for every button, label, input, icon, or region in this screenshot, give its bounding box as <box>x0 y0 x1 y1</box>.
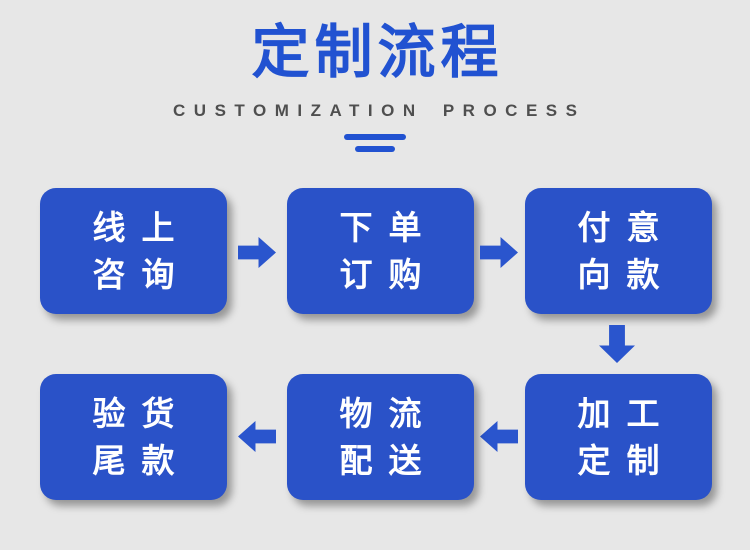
flow-step-label-line1: 下单 <box>339 209 438 246</box>
flow-step-label-line2: 向款 <box>577 256 676 293</box>
flow-step-processing-customization: 加工 定制 <box>525 374 712 500</box>
double-bar-top <box>344 134 406 140</box>
flow-step-label-line1: 线上 <box>92 209 191 246</box>
arrow-right-icon <box>480 237 518 268</box>
flow-step-place-order: 下单 订购 <box>287 188 474 314</box>
flow-step-online-consultation: 线上 咨询 <box>40 188 227 314</box>
arrow-down-icon <box>599 325 635 363</box>
page-subtitle: CUSTOMIZATION PROCESS <box>173 101 586 120</box>
flow-step-label-line2: 咨询 <box>92 256 191 293</box>
flow-step-label-line1: 付意 <box>577 209 676 246</box>
flow-step-label-line1: 验货 <box>92 395 191 432</box>
flow-step-logistics-delivery: 物流 配送 <box>287 374 474 500</box>
flow-step-label-line1: 加工 <box>577 395 676 432</box>
arrow-left-icon <box>480 421 518 452</box>
arrow-left-icon <box>238 421 276 452</box>
page-title: 定制流程 <box>251 20 504 85</box>
double-bar-bottom <box>355 146 395 152</box>
flow-step-label-line2: 订购 <box>339 256 438 293</box>
flow-step-label-line2: 定制 <box>577 442 676 479</box>
flow-step-label-line1: 物流 <box>339 395 438 432</box>
flow-step-inspect-final-payment: 验货 尾款 <box>40 374 227 500</box>
flow-step-label-line2: 配送 <box>339 442 438 479</box>
flow-step-pay-intent-deposit: 付意 向款 <box>525 188 712 314</box>
arrow-right-icon <box>238 237 276 268</box>
flow-step-label-line2: 尾款 <box>92 442 191 479</box>
